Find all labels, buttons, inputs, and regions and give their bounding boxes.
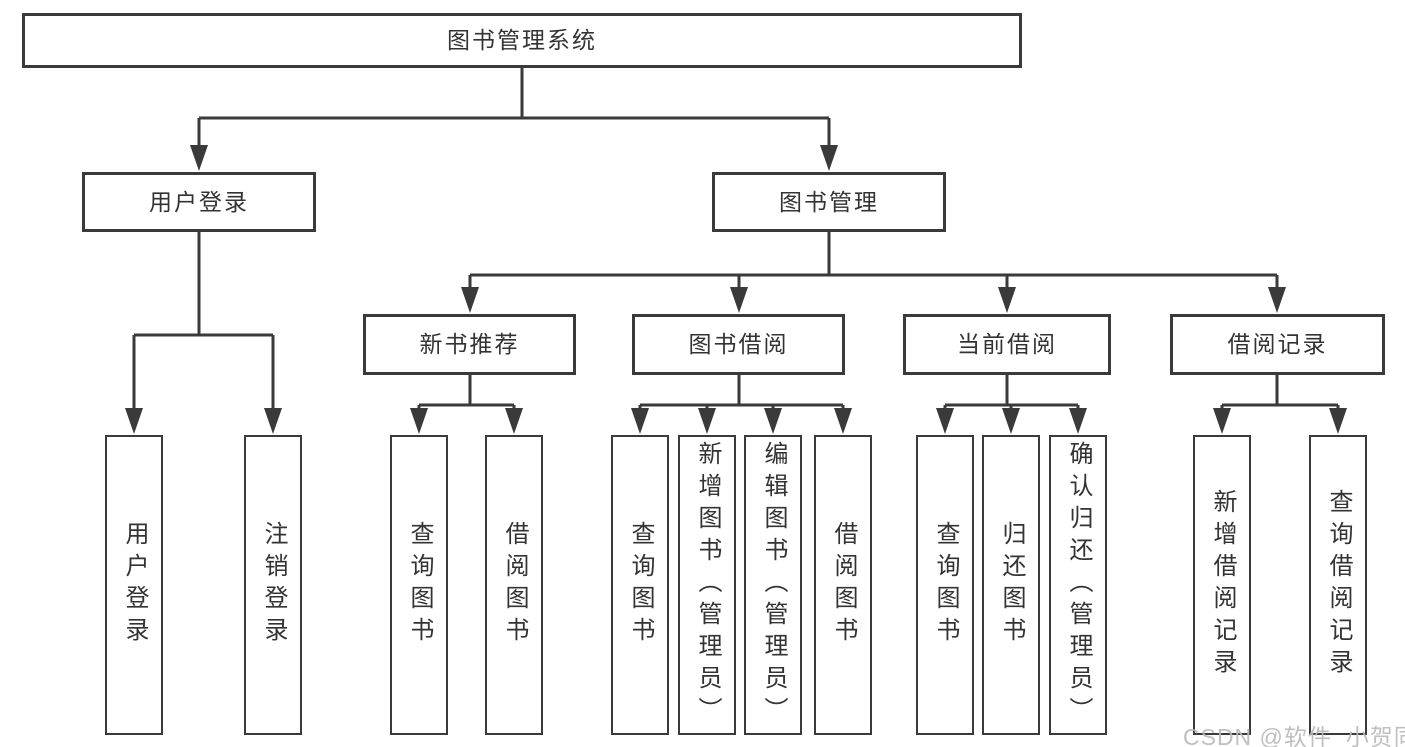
leaf-borrow-books: 借阅图书 xyxy=(814,435,872,735)
leaf-borrow-books-recommend: 借阅图书 xyxy=(485,435,543,735)
leaf-confirm-return-admin: 确认归还（管理员） xyxy=(1049,435,1107,735)
node-borrowing-records: 借阅记录 xyxy=(1170,314,1385,375)
arrowheads xyxy=(125,145,1347,434)
node-new-book-recommend: 新书推荐 xyxy=(363,314,576,375)
leaf-add-book-admin: 新增图书（管理员） xyxy=(678,435,736,735)
leaf-user-login: 用户登录 xyxy=(105,435,163,735)
leaf-add-borrow-record: 新增借阅记录 xyxy=(1193,435,1251,735)
node-book-borrowing: 图书借阅 xyxy=(632,314,845,375)
leaf-edit-book-admin: 编辑图书（管理员） xyxy=(744,435,802,735)
leaf-logout: 注销登录 xyxy=(244,435,302,735)
watermark: CSDN @软件_小贺同学 xyxy=(1183,724,1405,747)
node-user-login-group: 用户登录 xyxy=(82,172,316,232)
node-book-management: 图书管理 xyxy=(712,172,946,232)
node-current-borrowing: 当前借阅 xyxy=(903,314,1111,375)
node-root-system: 图书管理系统 xyxy=(22,13,1022,68)
leaf-return-book: 归还图书 xyxy=(982,435,1040,735)
leaf-query-borrow-record: 查询借阅记录 xyxy=(1309,435,1367,735)
leaf-query-books-recommend: 查询图书 xyxy=(390,435,448,735)
leaf-query-books-borrowing: 查询图书 xyxy=(611,435,669,735)
leaf-query-books-current: 查询图书 xyxy=(916,435,974,735)
